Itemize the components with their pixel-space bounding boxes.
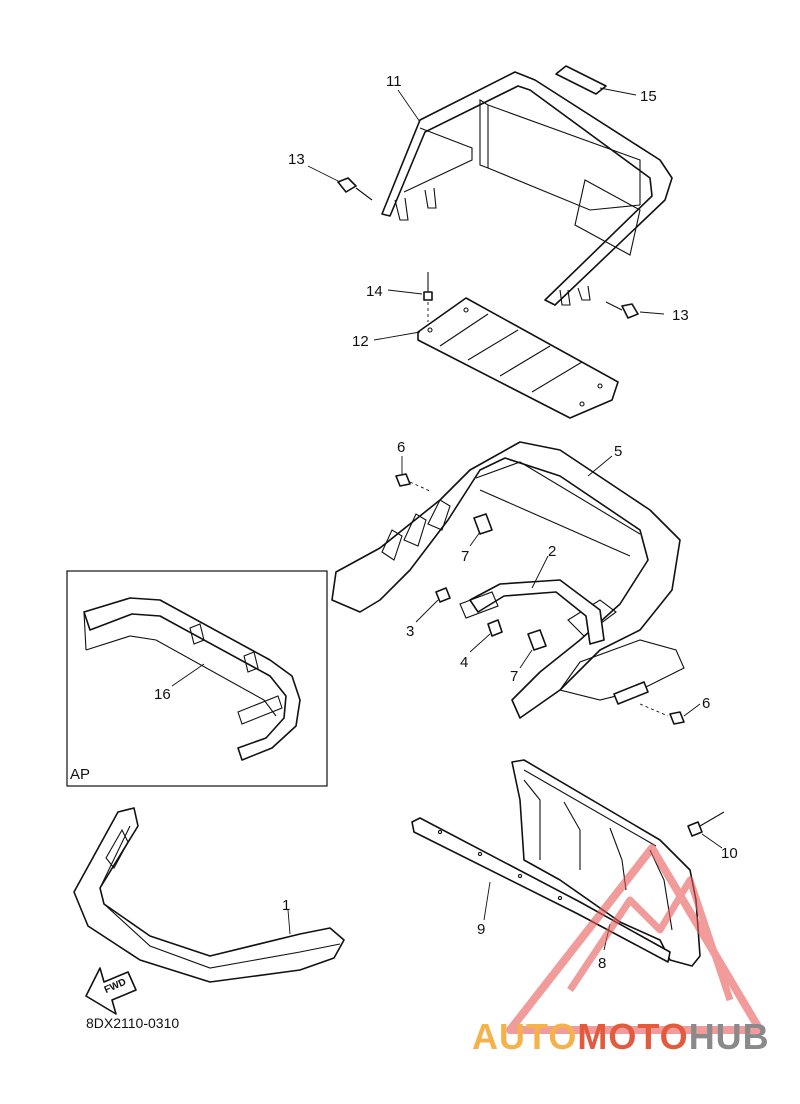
leader-lines [171, 87, 723, 951]
fwd-arrow-icon: FWD [85, 967, 137, 1015]
part-10-fastener [687, 811, 725, 837]
part-1-front-bumper [73, 807, 345, 983]
callout-13-right: 13 [672, 307, 689, 324]
callout-13-left: 13 [288, 151, 305, 168]
part-9-side-rail [411, 817, 671, 963]
part-3-bolt [435, 587, 451, 603]
watermark-logo-icon [506, 844, 764, 1034]
part-13-bolt-left [337, 177, 373, 201]
callout-15: 15 [640, 88, 657, 105]
callout-3: 3 [406, 623, 414, 640]
callout-7-upper: 7 [461, 548, 469, 565]
part-11-rear-rack [381, 71, 673, 306]
part-8-skid-plate [511, 759, 701, 967]
callout-12: 12 [352, 333, 369, 350]
callout-6-upper: 6 [397, 439, 405, 456]
callout-14: 14 [366, 283, 383, 300]
part-13-bolt-right [605, 301, 639, 319]
watermark-brand-auto: AUTO [472, 1016, 578, 1057]
part-14-rivet [423, 272, 433, 322]
callout-6-lower: 6 [702, 695, 710, 712]
part-7-clip-upper [473, 513, 493, 535]
callout-9: 9 [477, 921, 485, 938]
part-5-carrier-housing [331, 441, 685, 719]
part-2-bracket [459, 579, 605, 645]
callout-10: 10 [721, 845, 738, 862]
callouts: 11 15 13 13 14 12 6 5 7 2 3 4 7 6 16 AP … [70, 73, 738, 1031]
callout-5: 5 [614, 443, 622, 460]
part-4-nut [487, 619, 503, 637]
inset-label: AP [70, 766, 90, 783]
part-6-bolt-lower [613, 681, 685, 725]
watermark-brand-hub: HUB [688, 1016, 770, 1057]
part-6-bolt-upper [395, 473, 433, 493]
callout-1: 1 [282, 897, 290, 914]
part-12-plate [417, 297, 619, 419]
watermark-brand: AUTOMOTOHUB [472, 1016, 792, 1066]
watermark-brand-moto: MOTO [577, 1016, 689, 1057]
part-15-decal [555, 65, 607, 95]
callout-11: 11 [386, 73, 402, 90]
part-16-guard [83, 597, 301, 761]
inset-ap [66, 570, 328, 787]
diagram-code: 8DX2110-0310 [86, 1015, 179, 1031]
callout-2: 2 [548, 543, 556, 560]
callout-4: 4 [460, 654, 468, 671]
callout-16: 16 [154, 686, 171, 703]
callout-7-lower: 7 [510, 668, 518, 685]
callout-8: 8 [598, 955, 606, 972]
part-7-clip-lower [527, 629, 547, 651]
